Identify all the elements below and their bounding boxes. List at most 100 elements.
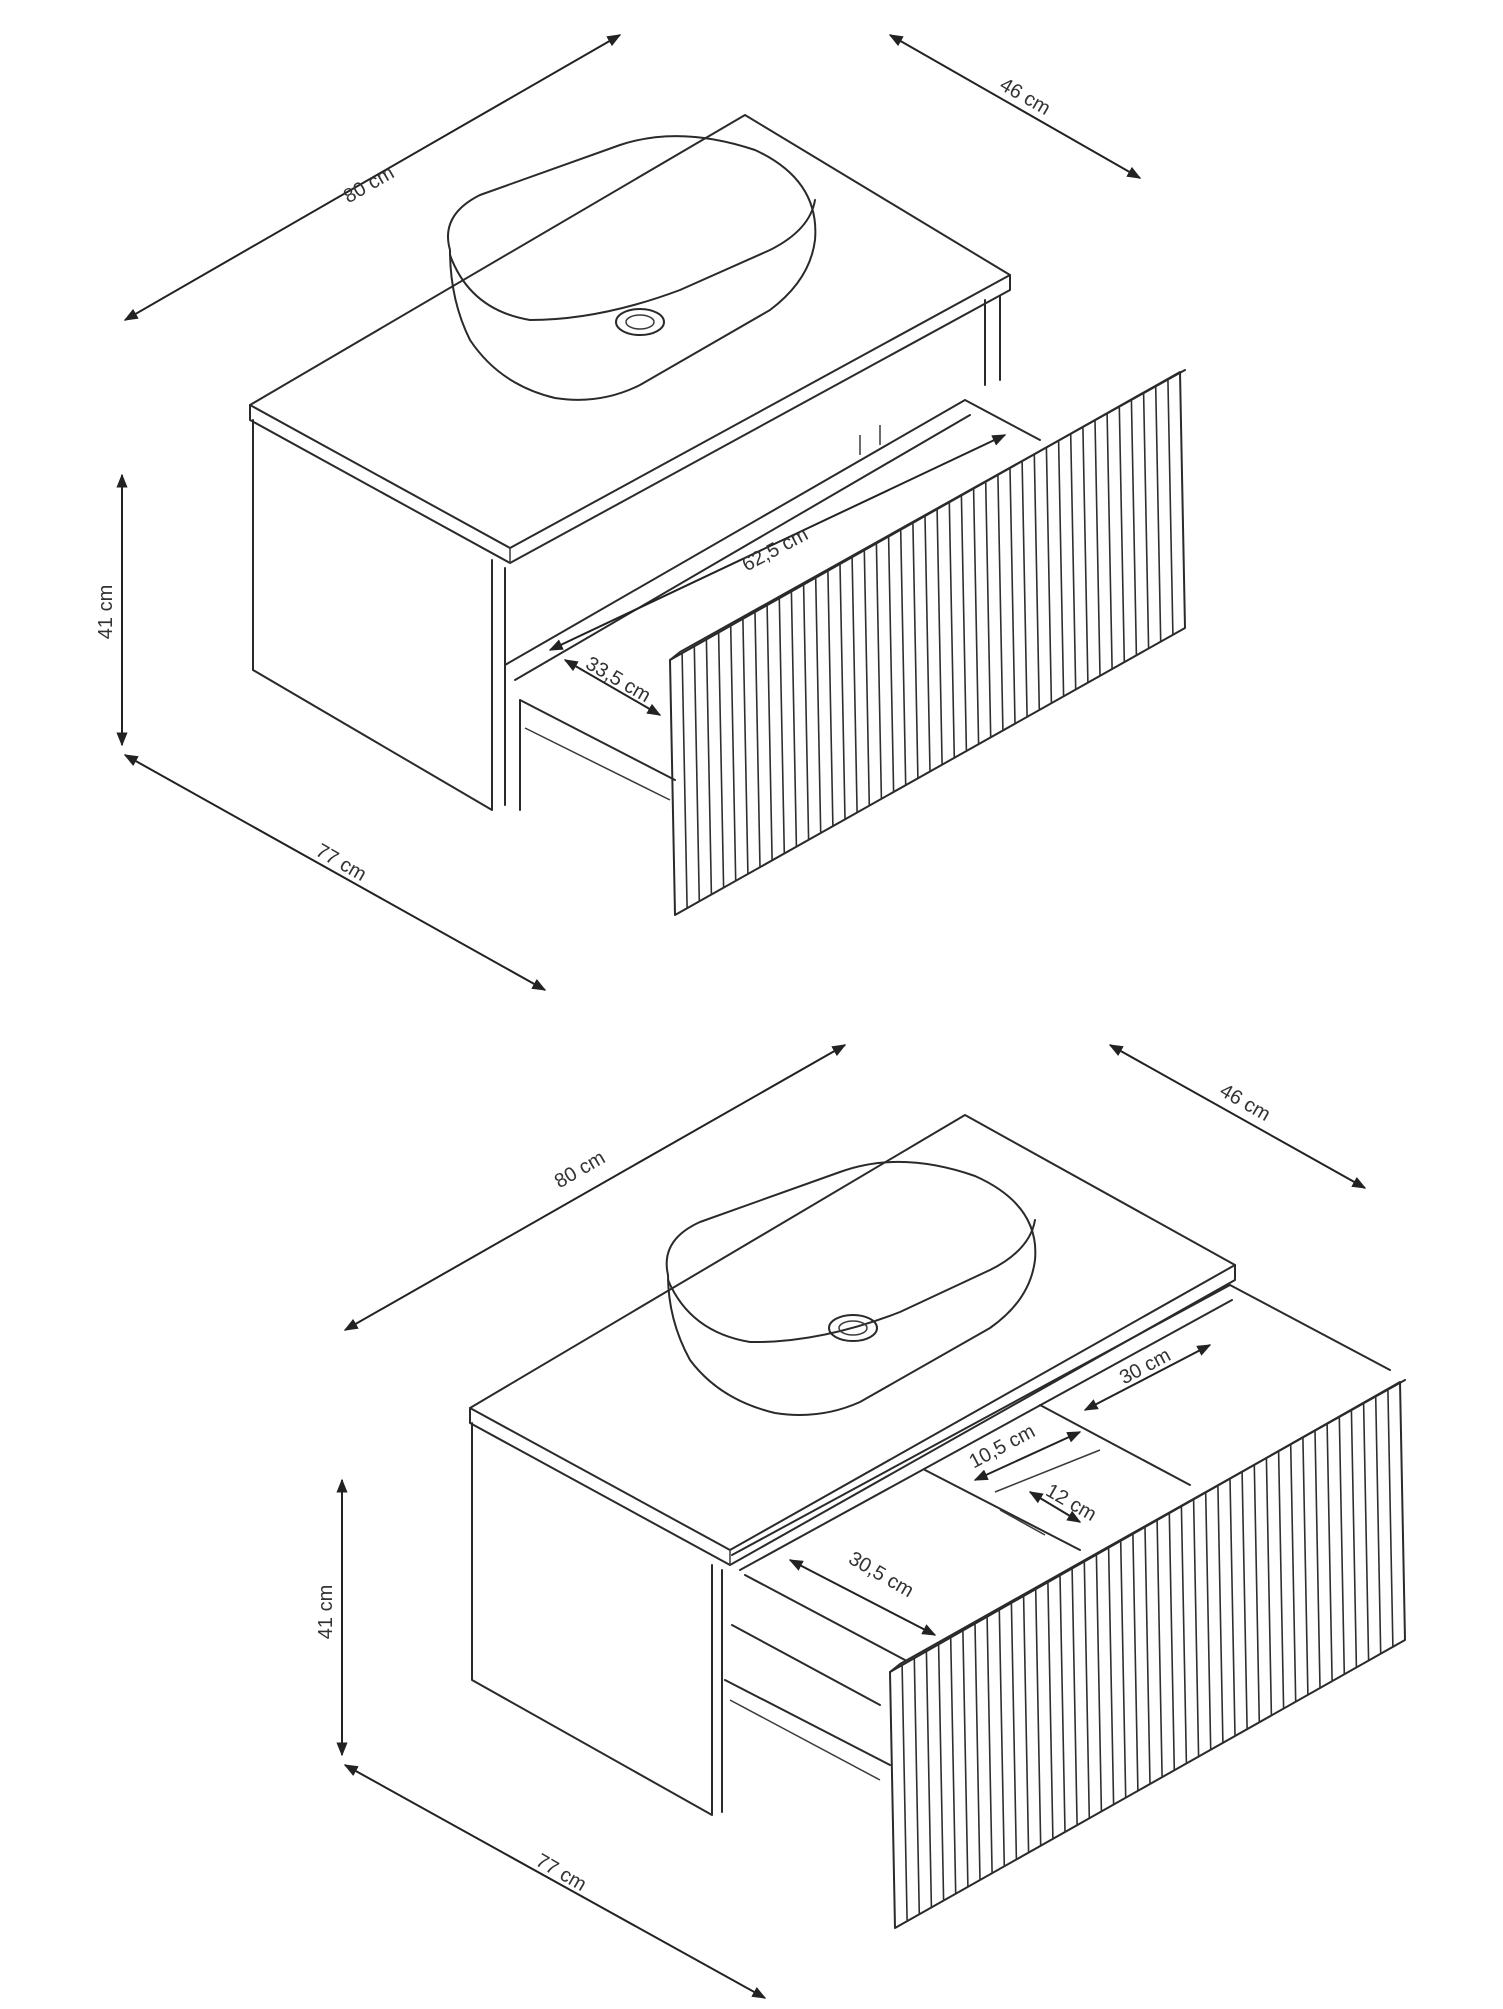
flute-line [1154,385,1162,642]
flute-line [1241,1471,1248,1730]
flute-line [1010,1602,1018,1860]
flutes-top [681,378,1174,909]
flute-line [1095,1554,1103,1812]
flute-line [1142,392,1150,649]
flute-line [1082,426,1089,683]
flute-line [949,1637,957,1894]
flute-line [1009,467,1016,724]
flute-line [1204,1492,1212,1750]
dim-height-label-bottom: 41 cm [315,1585,337,1639]
flute-line [1277,1450,1285,1709]
flute-line [899,529,907,786]
flute-line [1094,419,1101,676]
flute-line [1253,1464,1261,1723]
basin [447,135,817,401]
flute-line [997,474,1004,731]
cabinet-body [469,1114,1236,1816]
flute-line [717,632,725,888]
flute-line [962,1630,969,1887]
flute-line [778,598,786,854]
flute-line [1059,1575,1066,1833]
flute-line [998,1609,1006,1867]
flute-line [913,1658,921,1915]
flute-line [924,515,931,772]
flute-line [1374,1395,1382,1654]
flute-line [1192,1499,1200,1757]
flute-line [1338,1416,1346,1675]
flute-line [960,495,968,752]
flute-line [974,1623,981,1881]
flute-line [1083,1561,1091,1819]
flute-line [912,522,919,779]
flute-line [1021,461,1028,717]
basin [665,1160,1037,1416]
flute-line [863,550,871,806]
flute-line [754,611,761,868]
flute-line [984,481,992,738]
flute-line [1106,413,1113,670]
flute-line [1130,399,1138,656]
dim-compartment-middle-label: 10,5 cm [966,1420,1039,1473]
flute-line [839,563,846,820]
flute-line [1265,1457,1273,1716]
flute-line [1071,1568,1078,1826]
vanity-drawing-bottom: 80 cm 46 cm 41 cm 77 cm 30,5 cm 10,5 cm … [315,1044,1406,1999]
flute-line [742,618,749,875]
flute-line [1167,378,1174,635]
flute-line [936,509,943,765]
flute-line [790,591,798,847]
flute-line [1118,406,1126,663]
flute-line [901,1665,908,1922]
flute-line [1144,1526,1151,1785]
flute-line [814,577,822,834]
flute-line [1119,1540,1127,1798]
dim-compartment-small-label: 12 cm [1042,1480,1100,1526]
flute-line [1069,433,1077,690]
flute-line [1314,1430,1321,1689]
flute-line [1229,1478,1236,1737]
flute-line [1217,1485,1224,1743]
flute-line [875,543,883,799]
flute-line [1033,454,1041,711]
flute-line [1387,1388,1394,1647]
flute-line [705,639,713,895]
dim-compartment-right-label: 30 cm [1116,1344,1174,1389]
flute-line [1034,1589,1042,1846]
flutes-bottom [901,1388,1394,1922]
flute-line [1047,1582,1054,1839]
flute-line [827,570,834,827]
dimensions-top [116,34,1142,991]
drawer-open [504,399,1041,811]
dim-drawer-width-label: 62,5 cm [739,523,812,576]
flute-line [1302,1437,1309,1695]
flute-line [972,488,980,745]
flute-line [729,625,737,881]
dim-depth-label-bottom: 46 cm [1216,1080,1274,1126]
flute-line [1326,1423,1333,1682]
flute-line [1362,1402,1370,1661]
flute-line [851,557,858,813]
flute-line [937,1644,945,1901]
flute-line [1180,1506,1188,1764]
flute-line [802,584,810,840]
dim-side-depth-label-bottom: 77 cm [532,1850,590,1896]
dimensions-bottom [336,1044,1367,1999]
flute-line [1156,1520,1163,1778]
flute-line [1168,1513,1176,1771]
flute-line [1350,1409,1358,1668]
dim-height-label-top: 41 cm [95,585,117,639]
dim-side-depth-label-top: 77 cm [312,840,370,886]
flute-line [1057,440,1065,697]
cabinet-body [249,114,1011,811]
dim-width-label-top: 80 cm [340,162,398,208]
vanity-drawing-top: 80 cm 46 cm 41 cm 77 cm 62,5 cm 33,5 cm [95,34,1186,991]
flute-line [887,536,895,793]
dim-width-label-bottom: 80 cm [551,1147,609,1193]
flute-line [925,1651,933,1908]
flute-line [948,502,956,758]
flute-line [1045,447,1053,704]
drawer-front-fluted [669,369,1186,916]
flute-line [766,605,773,861]
flute-line [1289,1444,1297,1702]
